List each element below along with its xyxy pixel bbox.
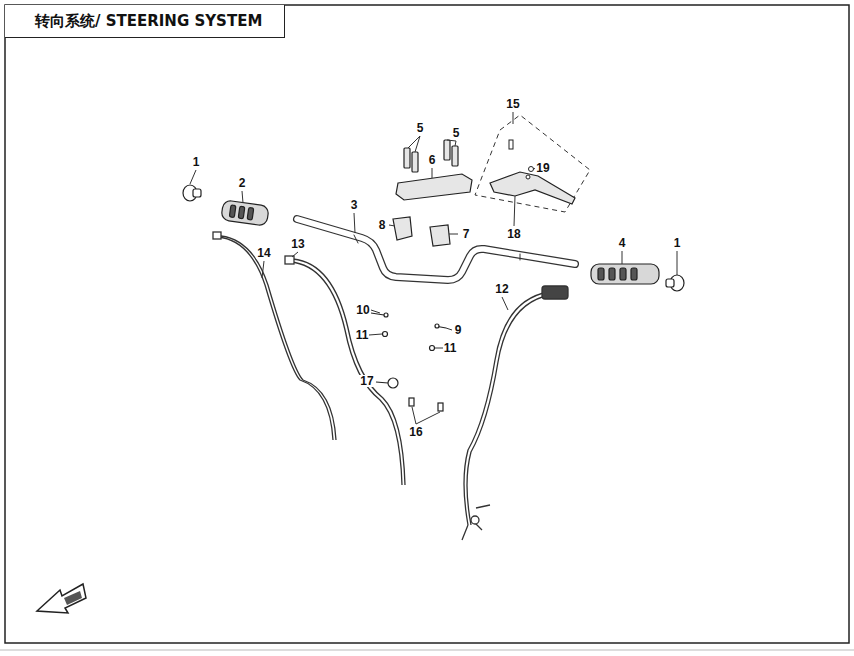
callout-number: 5 — [452, 127, 461, 139]
callout-number: 11 — [443, 342, 458, 354]
clamp-parts — [393, 140, 472, 246]
grip — [221, 200, 659, 284]
callout-number: 4 — [618, 237, 627, 249]
callout-number: 13 — [290, 238, 305, 250]
callout-number: 2 — [238, 177, 247, 189]
callout-number: 14 — [256, 247, 271, 259]
direction-arrow — [37, 584, 86, 613]
callout-number: 18 — [506, 228, 521, 240]
callout-number: 5 — [416, 122, 425, 134]
callout-number: 16 — [408, 426, 423, 438]
callout-number: 10 — [355, 304, 370, 316]
callout-number: 3 — [350, 199, 359, 211]
handlebar — [297, 219, 575, 280]
leader-line — [190, 112, 677, 424]
rule — [0, 650, 854, 651]
callout-number: 1 — [192, 156, 201, 168]
callout-number: 8 — [378, 219, 387, 231]
cable — [213, 232, 568, 540]
callout-number: 19 — [535, 162, 550, 174]
callout-number: 7 — [462, 228, 471, 240]
callout-number: 17 — [359, 375, 374, 387]
callout-number: 6 — [428, 154, 437, 166]
frame — [5, 5, 849, 643]
callout-number: 15 — [505, 98, 520, 110]
lever-assembly — [475, 115, 590, 212]
callout-number: 12 — [494, 283, 509, 295]
callout-number: 11 — [355, 329, 370, 341]
title-box: 转向系统/ STEERING SYSTEM — [5, 5, 285, 38]
bar-end-cap — [183, 185, 684, 291]
callout-number: 1 — [673, 237, 682, 249]
callout-number: 9 — [454, 324, 463, 336]
small-parts — [371, 313, 446, 411]
title: 转向系统/ STEERING SYSTEM — [5, 5, 272, 38]
